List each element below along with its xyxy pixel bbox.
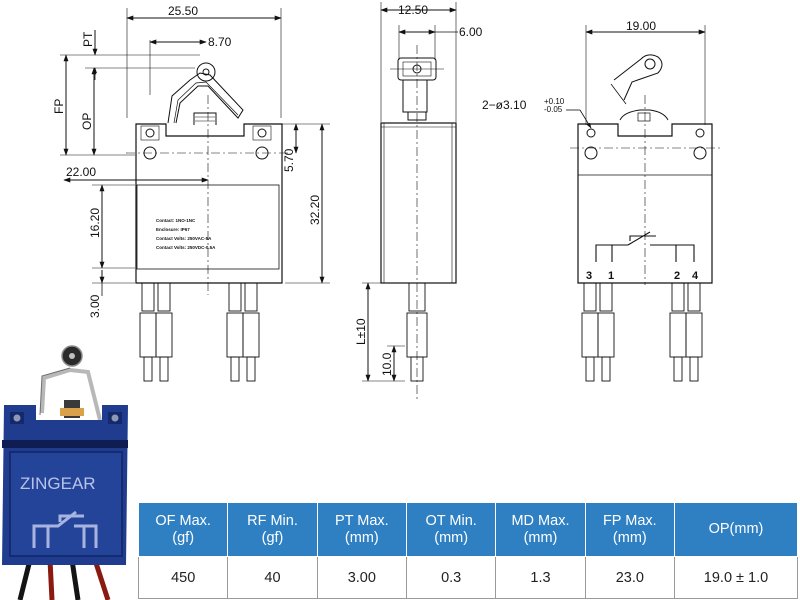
value-rf-min: 40 — [227, 556, 318, 599]
spec-table: OF Max. (gf) RF Min. (gf) PT Max. (mm) O… — [137, 502, 798, 599]
side-view — [362, 2, 458, 400]
label-line-2: Enclosure: IP67 — [156, 227, 190, 232]
header-of-max: OF Max. (gf) — [137, 502, 229, 557]
front-view — [60, 8, 330, 382]
rear-view — [566, 25, 720, 382]
value-of-max: 450 — [137, 556, 229, 599]
table-header-row: OF Max. (gf) RF Min. (gf) PT Max. (mm) O… — [137, 502, 798, 557]
header-rf-min: RF Min. (gf) — [227, 502, 318, 557]
dim-roller-width: 6.00 — [459, 25, 483, 39]
value-op: 19.0 ± 1.0 — [674, 556, 798, 599]
header-pt-max: PT Max. (mm) — [316, 502, 407, 557]
dim-lever-offset: 8.70 — [208, 35, 232, 49]
dim-fp: FP — [52, 99, 66, 114]
pin-label-4: 4 — [692, 270, 699, 282]
dim-label-height: 16.20 — [88, 208, 102, 238]
table-row: 450 40 3.00 0.3 1.3 23.0 19.0 ± 1.0 — [137, 556, 798, 599]
dim-hole-tol-upper: +0.10 — [544, 97, 565, 106]
value-fp-max: 23.0 — [584, 556, 676, 599]
value-pt-max: 3.00 — [316, 556, 407, 599]
dim-rear-width: 19.00 — [626, 19, 656, 33]
dim-hole-offset: 5.70 — [282, 148, 296, 172]
value-md-max: 1.3 — [495, 556, 586, 599]
pin-label-2: 2 — [674, 270, 680, 282]
header-op: OP(mm) — [674, 502, 798, 557]
pin-label-3: 3 — [586, 270, 592, 282]
dim-op: OP — [80, 113, 94, 130]
dim-pt: PT — [81, 31, 95, 47]
dim-hole-spec: 2−ø3.10 — [482, 98, 527, 112]
product-photo — [2, 345, 128, 600]
label-line-4: Contact Volts: 250VDC-0.5A — [156, 245, 216, 250]
photo-brand-label: ZINGEAR — [20, 474, 96, 493]
dim-total-height: 32.20 — [308, 195, 322, 225]
header-md-max: MD Max. (mm) — [495, 502, 586, 557]
value-ot-min: 0.3 — [405, 556, 497, 599]
dim-side-width: 12.50 — [398, 3, 428, 17]
dim-pin-height: 3.00 — [88, 294, 102, 318]
dim-body-left: 22.00 — [66, 165, 96, 179]
label-line-1: Contact: 1NO-1NC — [156, 218, 196, 223]
dim-hole-tol-lower: -0.05 — [544, 105, 563, 114]
label-line-3: Contact Volts: 250VAC-5A — [156, 236, 212, 241]
spec-label: Contact: 1NO-1NC Enclosure: IP67 Contact… — [156, 218, 216, 250]
pin-label-1: 1 — [608, 270, 614, 282]
dim-terminal-extension: 10.0 — [380, 352, 394, 376]
header-ot-min: OT Min. (mm) — [405, 502, 497, 557]
header-fp-max: FP Max. (mm) — [584, 502, 676, 557]
dim-front-width: 25.50 — [168, 4, 198, 18]
dim-terminal-length: L±10 — [354, 318, 368, 345]
